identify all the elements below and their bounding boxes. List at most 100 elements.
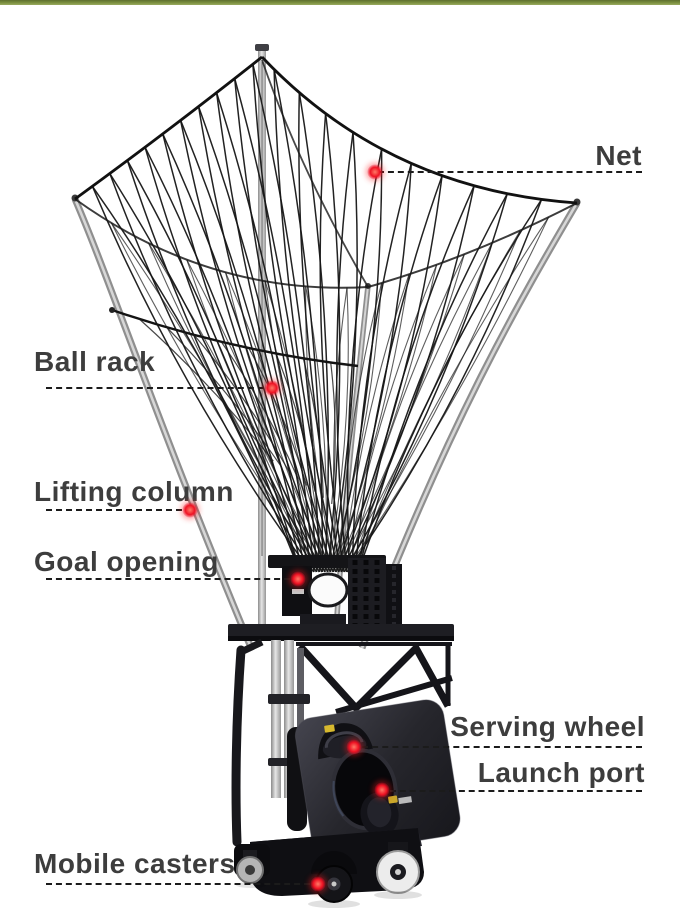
spec-sticker [398, 796, 413, 805]
platform-edge [228, 636, 454, 641]
truss-zigzag [297, 642, 452, 714]
net-strand [329, 132, 358, 573]
push-handle [231, 645, 246, 847]
net-strand [340, 185, 475, 573]
marker-dot-mobile-casters [310, 876, 326, 892]
lifting-column-tube [271, 640, 281, 798]
net-strand [74, 55, 263, 201]
net-strand [197, 106, 312, 573]
marker-dot-serving-wheel [346, 739, 362, 755]
net-strand [179, 120, 310, 573]
callout-label-ball-rack: Ball rack [34, 346, 156, 377]
leader-line-lifting-column [46, 509, 182, 511]
callout-label-net: Net [595, 140, 642, 171]
marker-dot-goal-opening [290, 571, 306, 587]
net-strand [91, 186, 312, 573]
column-collar [268, 694, 310, 704]
truss-bottom-chord [335, 675, 453, 715]
net-strand [110, 222, 322, 571]
mast-cap [255, 44, 269, 51]
net-strand [233, 78, 334, 573]
net-strand [179, 120, 326, 573]
net-strand [233, 78, 318, 573]
lifting-column-rear-tube [297, 648, 304, 793]
net-strand [166, 326, 283, 468]
net-strand [126, 160, 301, 573]
net-strand [261, 59, 369, 288]
net-strand [109, 173, 315, 573]
leader-line-net [378, 171, 642, 173]
port-glint [332, 780, 345, 817]
net-strand [346, 199, 543, 573]
net-strand [298, 92, 343, 573]
callout-label-mobile-casters: Mobile casters [34, 848, 236, 879]
return-net-mesh [74, 55, 578, 573]
rear-caster-hub [245, 865, 255, 875]
wheel-shadow [374, 891, 422, 899]
net-strand [273, 69, 324, 573]
ball-feed-inner [367, 797, 392, 828]
leader-line-launch-port [390, 790, 642, 792]
net-strand [351, 163, 413, 573]
net-strand [215, 92, 315, 573]
net-strand [354, 175, 443, 573]
net-strand [197, 106, 329, 573]
left-arm-highlight [73, 198, 254, 651]
net-strand [335, 132, 354, 573]
net-strand [273, 69, 340, 573]
net-strand [186, 259, 318, 571]
net-strand [220, 341, 299, 480]
front-wheel-cap [331, 881, 337, 887]
goal-opening-hole [307, 572, 349, 608]
net-strand [332, 148, 383, 573]
marker-dot-net [367, 164, 383, 180]
net-strand [343, 193, 509, 573]
net-strand [319, 113, 345, 573]
net-strand [109, 173, 301, 573]
net-strand [346, 148, 383, 573]
net-strand [329, 282, 383, 571]
machine-base [234, 828, 424, 908]
lifting-column-tube [284, 640, 294, 798]
net-strand [144, 147, 320, 573]
net-strand [252, 64, 321, 573]
platform-table [228, 624, 454, 639]
net-strand [298, 92, 330, 573]
wheel-shadow [308, 900, 360, 908]
net-strand [193, 334, 291, 474]
net-strand [330, 362, 336, 504]
handle-link [239, 638, 264, 656]
net-strand [162, 133, 307, 573]
net-strand [357, 193, 508, 573]
marker-dot-ball-rack [264, 380, 280, 396]
callout-label-lifting-column: Lifting column [34, 476, 234, 507]
net-strand [264, 281, 333, 571]
leader-line-ball-rack [46, 387, 264, 389]
launcher-head [287, 699, 461, 862]
white-caster-cap [395, 869, 401, 875]
net-strand [162, 133, 323, 573]
net-strand [126, 160, 318, 573]
net-strand [91, 185, 301, 573]
net-strand [302, 358, 324, 498]
net-strand [332, 274, 410, 571]
net-strand [111, 308, 359, 368]
goal-plate-label [292, 589, 304, 594]
marker-dot-lifting-column [182, 502, 198, 518]
callout-label-serving-wheel: Serving wheel [450, 711, 645, 742]
platform-and-truss [228, 624, 454, 715]
wheel-mudguard [311, 851, 357, 874]
top-green-bar [0, 0, 680, 5]
net-strand [260, 56, 578, 205]
leader-line-goal-opening [46, 578, 290, 580]
warning-sticker [324, 724, 335, 733]
shelf-knot [109, 307, 115, 313]
warning-sticker [388, 795, 398, 804]
net-strand [144, 146, 304, 573]
leader-line-serving-wheel [362, 746, 642, 748]
callout-label-launch-port: Launch port [477, 757, 645, 788]
callout-label-goal-opening: Goal opening [34, 546, 219, 577]
marker-dot-launch-port [374, 782, 390, 798]
